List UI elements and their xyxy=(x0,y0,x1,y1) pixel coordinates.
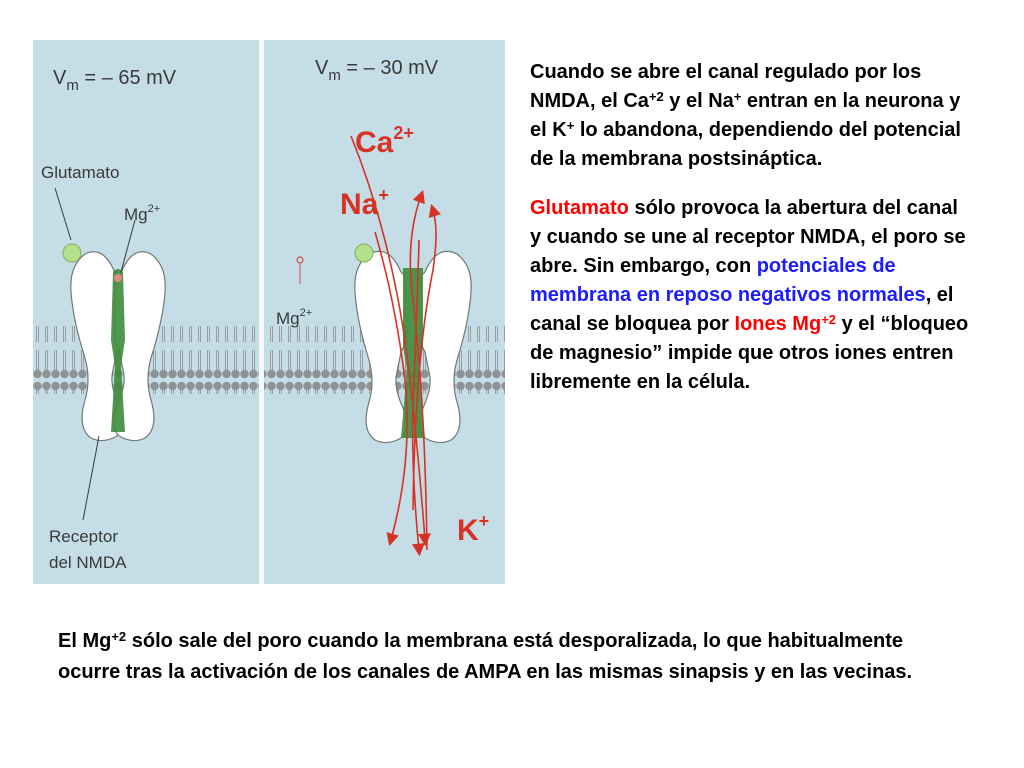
mg-right-label: Mg2+ xyxy=(276,307,312,328)
k-ion-label: K+ xyxy=(457,511,489,547)
explanation-text: Cuando se abre el canal regulado por los… xyxy=(530,58,970,397)
ca-ion-label: Ca2+ xyxy=(355,123,414,159)
right-voltage-label: Vm = – 30 mV xyxy=(315,57,439,84)
receptor-label-line1: Receptor xyxy=(49,527,118,546)
mg-ions-highlight: Iones Mg+2 xyxy=(734,312,837,335)
depolarization-note: El Mg+2 sólo sale del poro cuando la mem… xyxy=(58,626,958,688)
mg-ion-left xyxy=(114,274,122,282)
paragraph-depolarization: El Mg+2 sólo sale del poro cuando la mem… xyxy=(58,629,913,683)
na-ion-label: Na+ xyxy=(340,185,389,221)
panel-divider xyxy=(259,40,264,584)
mg-left-label: Mg2+ xyxy=(124,203,160,224)
right-channel xyxy=(296,243,472,444)
left-channel xyxy=(62,243,166,442)
glutamato-highlight: Glutamato xyxy=(530,197,629,219)
resting-potential-highlight: potenciales de membrana en reposo negati… xyxy=(530,255,926,306)
receptor-label-line2: del NMDA xyxy=(49,553,127,572)
glutamato-label: Glutamato xyxy=(41,163,119,182)
pore xyxy=(111,269,125,432)
left-voltage-label: Vm = – 65 mV xyxy=(53,67,177,94)
glutamate-left xyxy=(62,243,82,263)
glutamate-right xyxy=(354,243,374,263)
nmda-diagram: Vm = – 65 mV Vm = – 30 mV Glutamato Mg2+… xyxy=(33,40,505,584)
paragraph-mg-block: Glutamato sólo provoca la abertura del c… xyxy=(530,197,969,393)
ion-flow-arrows xyxy=(350,135,441,557)
mg-ion-right xyxy=(296,256,304,264)
paragraph-ion-flow: Cuando se abre el canal regulado por los… xyxy=(530,61,961,170)
nmda-receptor-figure: Vm = – 65 mV Vm = – 30 mV Glutamato Mg2+… xyxy=(33,40,505,584)
